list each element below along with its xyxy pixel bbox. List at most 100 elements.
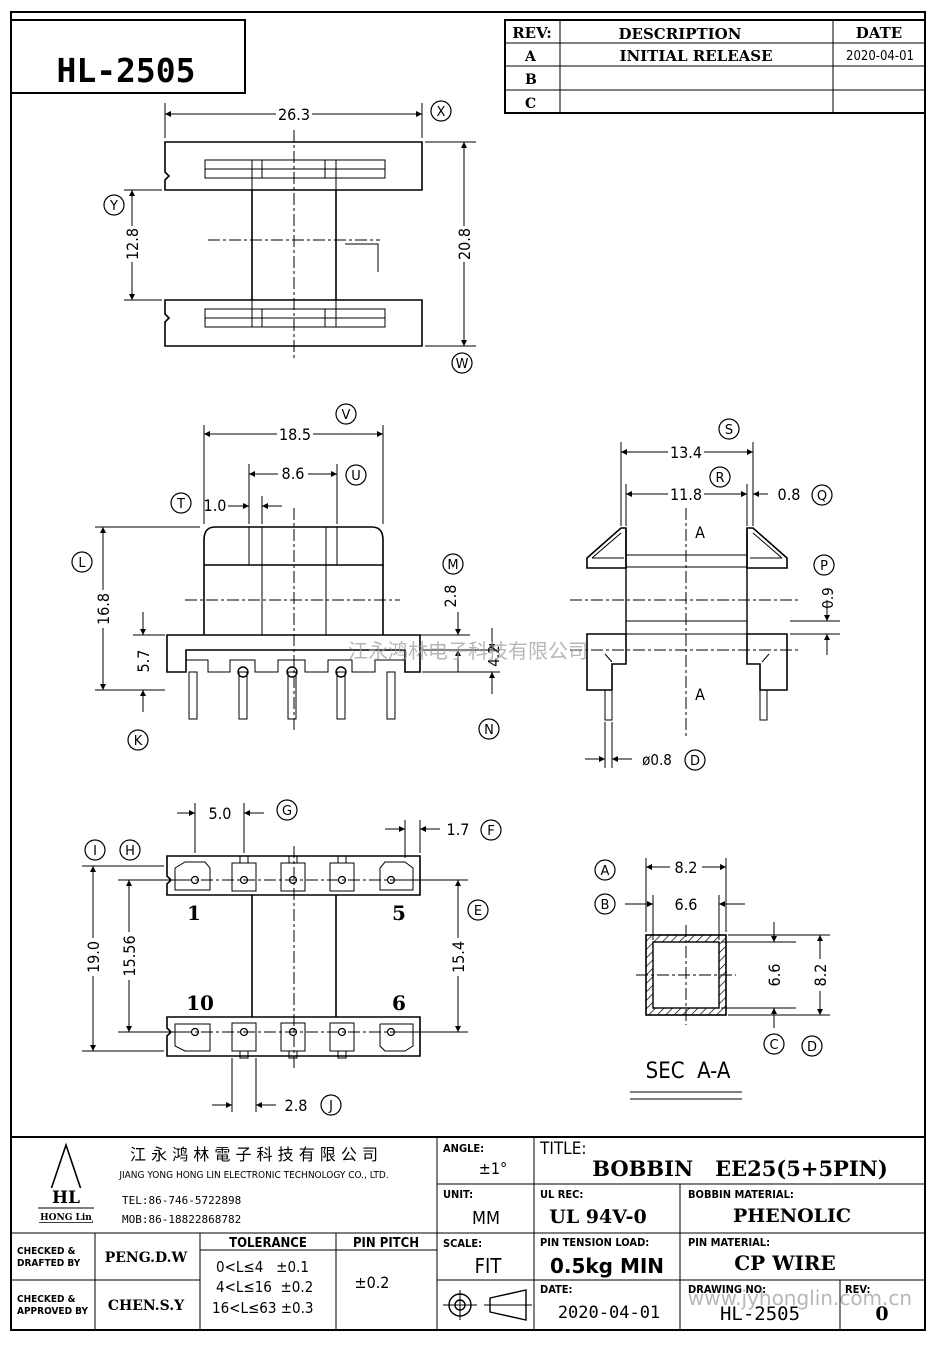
balloon-k: K [134,734,143,749]
rev-label: REV: [845,1283,871,1296]
drawing-no-label: DRAWING NO: [688,1283,766,1296]
balloon-d-side: D [690,754,700,769]
dim-front-height: 16.8 [94,593,113,625]
title-block: HL HONG Lin 江 永 鸿 林 電 子 科 技 有 限 公 司 JIAN… [10,1136,926,1331]
rev-a: A [524,49,537,65]
unit-label: UNIT: [443,1188,473,1201]
balloon-d-section: D [807,1040,817,1055]
ul-value: UL 94V-0 [549,1206,646,1228]
balloon-v: V [342,408,351,423]
top-view: 26.3 X 12.8 Y 20.8 W [103,100,476,374]
dim-side-pin-diameter: ø0.8 [642,751,672,769]
title-value: BOBBIN EE25(5+5PIN) [592,1156,888,1181]
dim-bottom-inner: 15.56 [120,935,139,976]
balloon-y: Y [109,199,118,214]
balloon-s: S [725,423,733,438]
dim-side-width: 13.4 [670,443,702,462]
checked-drafted-value: PENG.D.W [105,1250,188,1266]
pin-label-5: 5 [392,901,406,925]
dim-top-width: 26.3 [278,105,310,124]
pin-material-label: PIN MATERIAL: [688,1236,770,1249]
balloon-c: C [769,1038,778,1053]
ul-label: UL REC: [540,1188,583,1201]
tolerance-label: TOLERANCE [229,1236,307,1251]
projection-symbol [443,1289,532,1321]
dim-bottom-outer: 19.0 [84,941,103,973]
balloon-f: F [487,824,494,839]
checked-drafted-label-2: DRAFTED BY [17,1258,81,1269]
company-tel: TEL:86-746-5722898 [122,1194,241,1207]
revision-table: REV: DESCRIPTION DATE A INITIAL RELEASE … [504,19,926,114]
dim-section-inner-width: 6.6 [675,895,698,914]
balloon-a: A [601,864,610,879]
balloon-i: I [93,844,97,859]
section-view: 8.2 A 6.6 B 6.6 8.2 C D SEC A-A [594,857,830,1100]
angle-label: ANGLE: [443,1142,484,1155]
rev-a-date: 2020-04-01 [846,49,914,64]
company-mob: MOB:86-18822868782 [122,1213,241,1226]
dim-top-inner: 12.8 [123,228,142,260]
balloon-p: P [820,559,828,574]
date-header: DATE [856,24,902,42]
balloon-e: E [474,904,482,919]
balloon-l: L [78,556,86,571]
rev-b: B [525,72,537,88]
balloon-m: M [447,558,458,573]
rev-header: REV: [512,24,552,42]
part-number: HL-2505 [56,51,195,90]
watermark-url: www.jyhonglin.com.cn [688,1286,912,1310]
checked-approved-label-1: CHECKED & [17,1294,76,1305]
balloon-t: T [176,497,185,512]
pin-material-value: CP WIRE [734,1251,836,1275]
company-name-en: JIANG YONG HONG LIN ELECTRONIC TECHNOLOG… [118,1170,388,1181]
company-name-cn: 江 永 鸿 林 電 子 科 技 有 限 公 司 [130,1145,378,1164]
checked-drafted-label-1: CHECKED & [17,1246,76,1257]
dim-front-pin: 4.2 [485,645,503,666]
tolerance-row-2: 4<L≤16 ±0.2 [216,1278,313,1296]
rev-c: C [525,96,536,112]
balloon-h: H [125,844,135,859]
logo-subtitle: HONG Lin [40,1213,92,1223]
balloon-q: Q [817,489,827,504]
pin-tension-label: PIN TENSION LOAD: [540,1236,649,1249]
date-label: DATE: [540,1283,573,1296]
front-view: 18.5 V 8.6 U 1.0 T 16.8 L 5.7 K [71,403,503,751]
description-header: DESCRIPTION [619,25,742,43]
tolerance-row-1: 0<L≤4 ±0.1 [216,1258,309,1276]
section-mark-bottom: A [695,685,705,704]
dim-top-height: 20.8 [455,228,474,260]
dim-front-rib: 1.0 [204,496,227,515]
checked-approved-label-2: APPROVED BY [17,1306,88,1317]
section-label: SEC A-A [646,1059,731,1084]
dim-section-inner-height: 6.6 [765,964,784,987]
section-mark-top: A [695,523,705,542]
dim-front-step: 2.8 [441,585,460,608]
side-view: A A 13.4 S 11.8 R 0.8 Q 0.9 P [570,418,840,771]
dim-bottom-web: 2.8 [285,1096,308,1115]
angle-value: ±1° [479,1159,507,1178]
scale-value: FIT [475,1254,503,1278]
dim-section-outer-width: 8.2 [675,858,698,877]
part-number-box: HL-2505 [10,19,246,94]
bottom-view: 1 5 10 6 5.0 G 1.7 F 19.0 I 15.56 H [82,799,502,1116]
balloon-r: R [715,471,724,486]
dim-front-width: 18.5 [279,425,311,444]
watermark-company: 江永鸿林电子科技有限公司 [348,639,588,663]
drawing-no-value: HL-2505 [720,1303,800,1325]
bobbin-material-value: PHENOLIC [733,1205,851,1227]
tolerance-row-3: 16<L≤63 ±0.3 [212,1299,314,1317]
dim-side-gap: 0.9 [819,587,837,608]
balloon-j: J [328,1099,333,1114]
dim-front-inner: 8.6 [282,464,305,483]
checked-approved-value: CHEN.S.Y [108,1298,185,1314]
pin-pitch-label: PIN PITCH [353,1236,419,1251]
pin-pitch-value: ±0.2 [355,1273,390,1292]
balloon-g: G [282,804,292,819]
dim-bottom-right: 15.4 [449,941,468,973]
pin-tension-value: 0.5kg MIN [550,1254,664,1278]
dim-front-base: 5.7 [134,650,153,673]
unit-value: MM [472,1208,500,1229]
rev-a-description: INITIAL RELEASE [619,47,772,65]
